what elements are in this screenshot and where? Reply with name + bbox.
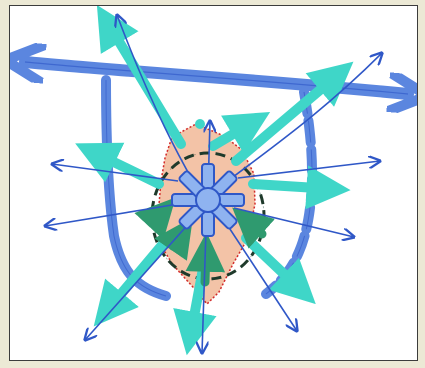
long-arrow-band-outline: [25, 62, 408, 94]
fat-arrow-right: [253, 184, 333, 189]
site-diagram: [10, 6, 418, 361]
fat-arrow-left: [91, 151, 159, 184]
center-star-asterisk-icon: [172, 164, 244, 236]
diagram-canvas: [9, 5, 418, 361]
thin-ray-bottom-left: [85, 220, 192, 340]
horizontal-band-arrow: [25, 62, 408, 94]
